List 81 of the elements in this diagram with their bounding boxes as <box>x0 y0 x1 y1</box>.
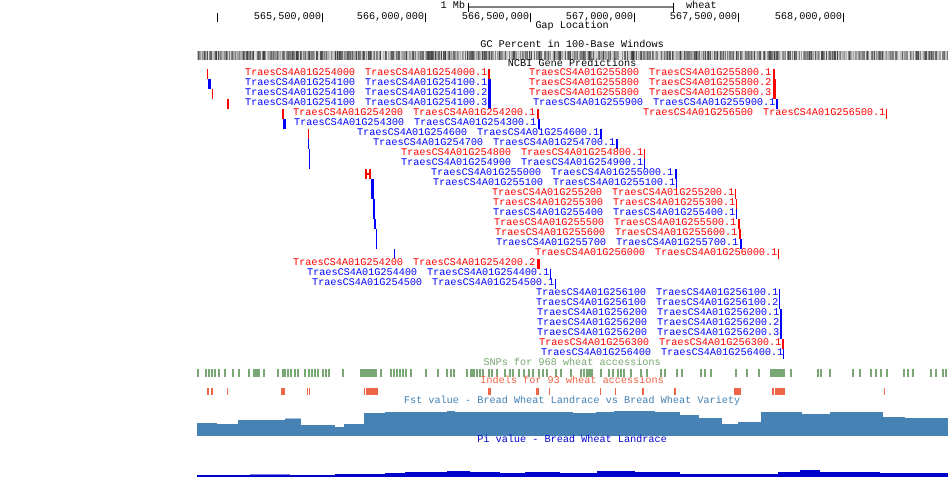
gene-label: TraesCS4A01G254100 <box>245 79 356 89</box>
transcript-label: TraesCS4A01G256200.2 <box>657 319 780 329</box>
gene-label: TraesCS4A01G255800 <box>529 89 640 99</box>
scale-label: 1 Mb <box>440 2 465 12</box>
gene-label: TraesCS4A01G255000 <box>431 169 542 179</box>
gene-label: TraesCS4A01G256100 <box>536 289 646 299</box>
gene-label: TraesCS4A01G254400 <box>307 269 418 279</box>
transcript-label: TraesCS4A01G256200.1 <box>657 309 780 319</box>
transcript-label: TraesCS4A01G254800.1 <box>521 149 644 159</box>
coordinate-label: 566,500,000 <box>462 13 529 23</box>
gene-label: TraesCS4A01G255700 <box>496 239 606 249</box>
gene-label: TraesCS4A01G254700 <box>373 139 484 149</box>
transcript-label: TraesCS4A01G256400.1 <box>661 349 784 359</box>
track-title: GC Percent in 100-Base Windows <box>480 41 664 51</box>
gene-label: TraesCS4A01G255300 <box>493 199 604 209</box>
gene-label: TraesCS4A01G254200 <box>293 259 404 269</box>
transcript-label: TraesCS4A01G254200.1 <box>413 109 536 119</box>
gene-label: TraesCS4A01G255800 <box>529 79 640 89</box>
gene-label: TraesCS4A01G256400 <box>541 349 652 359</box>
track-title: Fst value - Bread Wheat Landrace vs Bread Wheat Variety <box>404 397 740 407</box>
gene-label: TraesCS4A01G256000 <box>535 249 646 259</box>
transcript-label: TraesCS4A01G256100.2 <box>656 299 778 309</box>
transcript-label: TraesCS4A01G255800.1 <box>649 69 772 79</box>
gene-label: TraesCS4A01G255500 <box>494 219 604 229</box>
transcript-label: TraesCS4A01G256100.1 <box>656 289 778 299</box>
coordinate-label: 568,000,000 <box>774 13 842 23</box>
gene-label: TraesCS4A01G255900 <box>533 99 644 109</box>
gene-label: TraesCS4A01G256200 <box>537 309 648 319</box>
transcript-label: TraesCS4A01G255800.2 <box>649 79 772 89</box>
gene-label: TraesCS4A01G255600 <box>495 229 606 239</box>
gene-label: TraesCS4A01G254300 <box>294 119 404 129</box>
gene-label: TraesCS4A01G256200 <box>537 329 648 339</box>
gene-label: TraesCS4A01G254100 <box>245 89 356 99</box>
gene-label: TraesCS4A01G256100 <box>536 299 646 309</box>
gene-label: TraesCS4A01G255100 <box>433 179 544 189</box>
gene-label: TraesCS4A01G255800 <box>529 69 640 79</box>
transcript-label: TraesCS4A01G255500.1 <box>614 219 736 229</box>
coordinate-label: 566,000,000 <box>356 13 424 23</box>
track-title: SNPs for 968 wheat accessions <box>483 359 661 369</box>
transcript-label: TraesCS4A01G254500.1 <box>432 279 554 289</box>
transcript-label: TraesCS4A01G255200.1 <box>612 189 734 199</box>
transcript-label: TraesCS4A01G255800.3 <box>649 89 772 99</box>
gene-label: TraesCS4A01G254200 <box>293 109 404 119</box>
coordinate-label: 567,500,000 <box>670 13 737 23</box>
gene-label: TraesCS4A01G254000 <box>245 69 356 79</box>
coordinate-label: 565,500,000 <box>254 13 321 23</box>
transcript-label: TraesCS4A01G254900.1 <box>521 159 644 169</box>
gene-label: TraesCS4A01G256200 <box>537 319 648 329</box>
transcript-label: TraesCS4A01G254400.1 <box>427 269 550 279</box>
gene-label: TraesCS4A01G254500 <box>312 279 422 289</box>
transcript-label: TraesCS4A01G256300.1 <box>659 339 782 349</box>
transcript-label: TraesCS4A01G255100.1 <box>553 179 676 189</box>
transcript-label: TraesCS4A01G254600.1 <box>477 129 600 139</box>
gene-label: TraesCS4A01G256500 <box>643 109 754 119</box>
track-title: Gap Location <box>535 22 609 32</box>
transcript-label: TraesCS4A01G254000.1 <box>365 69 488 79</box>
track-title: Pi value - Bread Wheat Landrace <box>477 436 667 446</box>
gene-label: TraesCS4A01G254800 <box>401 149 512 159</box>
transcript-label: TraesCS4A01G254100.2 <box>365 89 488 99</box>
transcript-label: TraesCS4A01G254700.1 <box>493 139 616 149</box>
track-title: Indels for 93 wheat accessions <box>480 377 664 387</box>
gene-label: TraesCS4A01G255400 <box>493 209 604 219</box>
gene-label: TraesCS4A01G255200 <box>492 189 602 199</box>
transcript-label: TraesCS4A01G254100.1 <box>365 79 488 89</box>
transcript-label: TraesCS4A01G255300.1 <box>613 199 736 209</box>
transcript-label: TraesCS4A01G254100.3 <box>365 99 488 109</box>
gene-label: TraesCS4A01G254900 <box>401 159 512 169</box>
transcript-label: TraesCS4A01G256200.3 <box>657 329 780 339</box>
gene-label: TraesCS4A01G256300 <box>539 339 650 349</box>
transcript-label: TraesCS4A01G255600.1 <box>615 229 738 239</box>
transcript-label: TraesCS4A01G254200.2 <box>413 259 536 269</box>
gene-label: TraesCS4A01G254100 <box>245 99 356 109</box>
assembly-label: wheat <box>686 2 717 12</box>
gene-label: TraesCS4A01G254600 <box>357 129 468 139</box>
transcript-label: TraesCS4A01G256500.1 <box>763 109 886 119</box>
transcript-label: TraesCS4A01G256000.1 <box>655 249 778 259</box>
transcript-label: TraesCS4A01G255400.1 <box>613 209 736 219</box>
transcript-label: TraesCS4A01G255900.1 <box>653 99 776 109</box>
transcript-label: TraesCS4A01G254300.1 <box>414 119 536 129</box>
transcript-label: TraesCS4A01G255000.1 <box>551 169 674 179</box>
transcript-label: TraesCS4A01G255700.1 <box>616 239 738 249</box>
